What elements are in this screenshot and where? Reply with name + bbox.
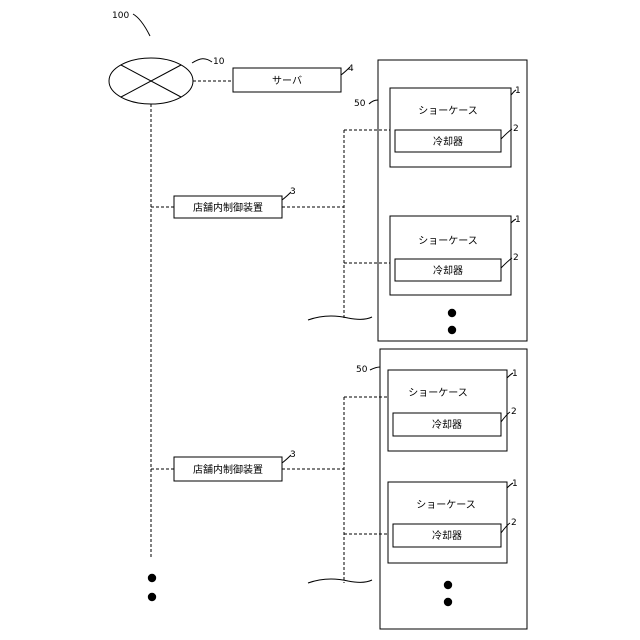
store1-showcase2-ref: 1	[515, 215, 521, 225]
store2-controller-ref: 3	[290, 450, 296, 460]
store1-cooler1-ref: 2	[513, 124, 519, 134]
store2-showcase1-label: ショーケース	[408, 387, 468, 399]
store1-showcase1-box	[390, 88, 511, 167]
store1-continuation-mark	[308, 316, 372, 320]
store1-ref: 50	[354, 99, 366, 109]
store1-showcase2-label: ショーケース	[418, 235, 478, 247]
store2-showcase2-label: ショーケース	[416, 499, 476, 511]
store2-controller-label: 店舗内制御装置	[193, 463, 263, 476]
store2-cooler1-ref-leader	[501, 412, 510, 422]
store1-cooler2-ref-leader	[501, 258, 512, 268]
store2-cooler2-label: 冷却器	[432, 529, 462, 542]
network-ref: 10	[213, 57, 225, 67]
server-label: サーバ	[272, 75, 302, 87]
network-icon	[109, 58, 193, 104]
store1-box	[378, 60, 527, 341]
store2-showcase2-box	[388, 482, 507, 563]
store2-more-dot	[444, 598, 452, 606]
store1-cooler1-ref-leader	[501, 129, 512, 139]
store2-cooler1-ref: 2	[511, 407, 517, 417]
store2-showcase1-ref: 1	[512, 369, 518, 379]
network-ref-leader	[192, 59, 212, 63]
store1-showcase2-box	[390, 216, 511, 295]
store1-cooler1-label: 冷却器	[433, 135, 463, 148]
store1-showcase1-ref: 1	[515, 86, 521, 96]
store2-ref-leader	[370, 367, 380, 370]
more-stores-dot	[148, 574, 156, 582]
store1-more-dot	[448, 326, 456, 334]
store1-showcase1-label: ショーケース	[418, 105, 478, 117]
figure-number: 100	[112, 11, 129, 21]
store2-more-dot	[444, 581, 452, 589]
store1-ref-leader	[369, 100, 378, 104]
store2-cooler1-label: 冷却器	[432, 418, 462, 431]
store1-cooler2-ref: 2	[513, 253, 519, 263]
store1-more-dot	[448, 309, 456, 317]
store1-cooler2-label: 冷却器	[433, 264, 463, 277]
figure-number-leader	[133, 14, 150, 36]
store1-controller-ref: 3	[290, 187, 296, 197]
store1-controller-label: 店舗内制御装置	[193, 201, 263, 214]
store2-ref: 50	[356, 365, 368, 375]
store2-showcase2-ref: 1	[512, 479, 518, 489]
store2-cooler2-ref-leader	[501, 523, 510, 533]
server-ref: 4	[348, 64, 354, 74]
store2-cooler2-ref: 2	[511, 518, 517, 528]
store2-continuation-mark	[308, 579, 372, 583]
store2-showcase1-box	[388, 370, 507, 451]
more-stores-dot	[148, 593, 156, 601]
